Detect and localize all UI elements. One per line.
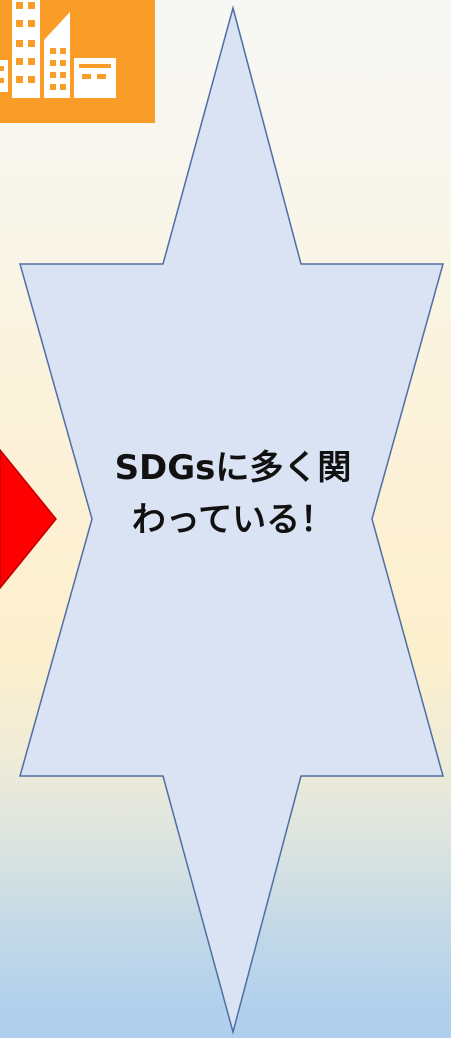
star-label: SDGsに多く関わっている！ (114, 448, 352, 540)
sustainable-cities-icon (0, 0, 116, 98)
sdg-goal-11-tile (0, 0, 155, 123)
star-shape (19, 5, 444, 1035)
red-arrow-shape (0, 448, 57, 590)
